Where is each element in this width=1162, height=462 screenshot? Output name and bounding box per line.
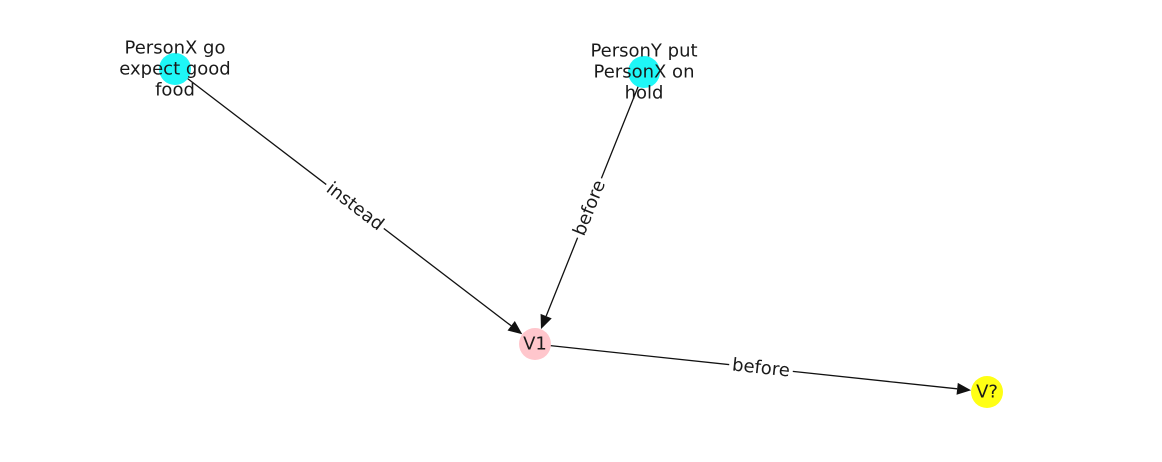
edge-label-background xyxy=(319,175,391,238)
edge-label-text: instead xyxy=(322,178,387,235)
node-n2-circle xyxy=(628,56,660,88)
edge-label-background xyxy=(566,174,613,242)
node-n1-label-line: expect good xyxy=(119,59,230,80)
node-n1-circle xyxy=(159,53,191,85)
edge-label-before: before xyxy=(727,353,795,383)
node-vq-circle xyxy=(971,376,1003,408)
edge-label-text: before xyxy=(569,177,610,239)
node-n1-label-line: food xyxy=(155,80,195,101)
node-vq-label-line: V? xyxy=(976,382,998,403)
edge-label-before: before xyxy=(566,174,613,242)
node-n2-label-line: hold xyxy=(625,83,664,104)
arrow-head xyxy=(507,321,523,335)
arrow-head xyxy=(956,382,972,395)
arrow-head xyxy=(540,313,552,330)
nodes-layer xyxy=(159,53,1003,408)
edge-label-background xyxy=(727,353,795,383)
node-v1-label-line: V1 xyxy=(523,334,547,355)
node-n1-label-line: PersonX go xyxy=(125,38,226,59)
node-n2-label-line: PersonX on xyxy=(594,62,695,83)
node-v1-circle xyxy=(519,328,551,360)
edge-label-text: before xyxy=(731,354,791,381)
edge-label-instead: instead xyxy=(319,175,391,238)
node-n2-label-line: PersonY put xyxy=(590,41,697,62)
